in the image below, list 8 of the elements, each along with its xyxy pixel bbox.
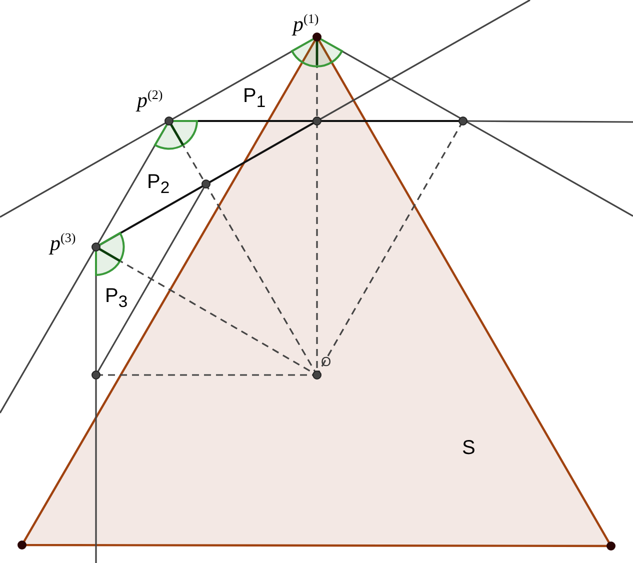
point-label: O [321, 355, 332, 368]
point-label: p$^{(3)}$ [50, 231, 76, 254]
set-label: S [462, 438, 476, 458]
set-label: P$_{2}$ [147, 172, 170, 197]
point-label: p$^{(1)}$ [293, 12, 319, 35]
set-label: P$_{3}$ [105, 286, 128, 311]
set-label: P$_{1}$ [243, 86, 266, 111]
point-label: p$^{(2)}$ [137, 88, 163, 111]
